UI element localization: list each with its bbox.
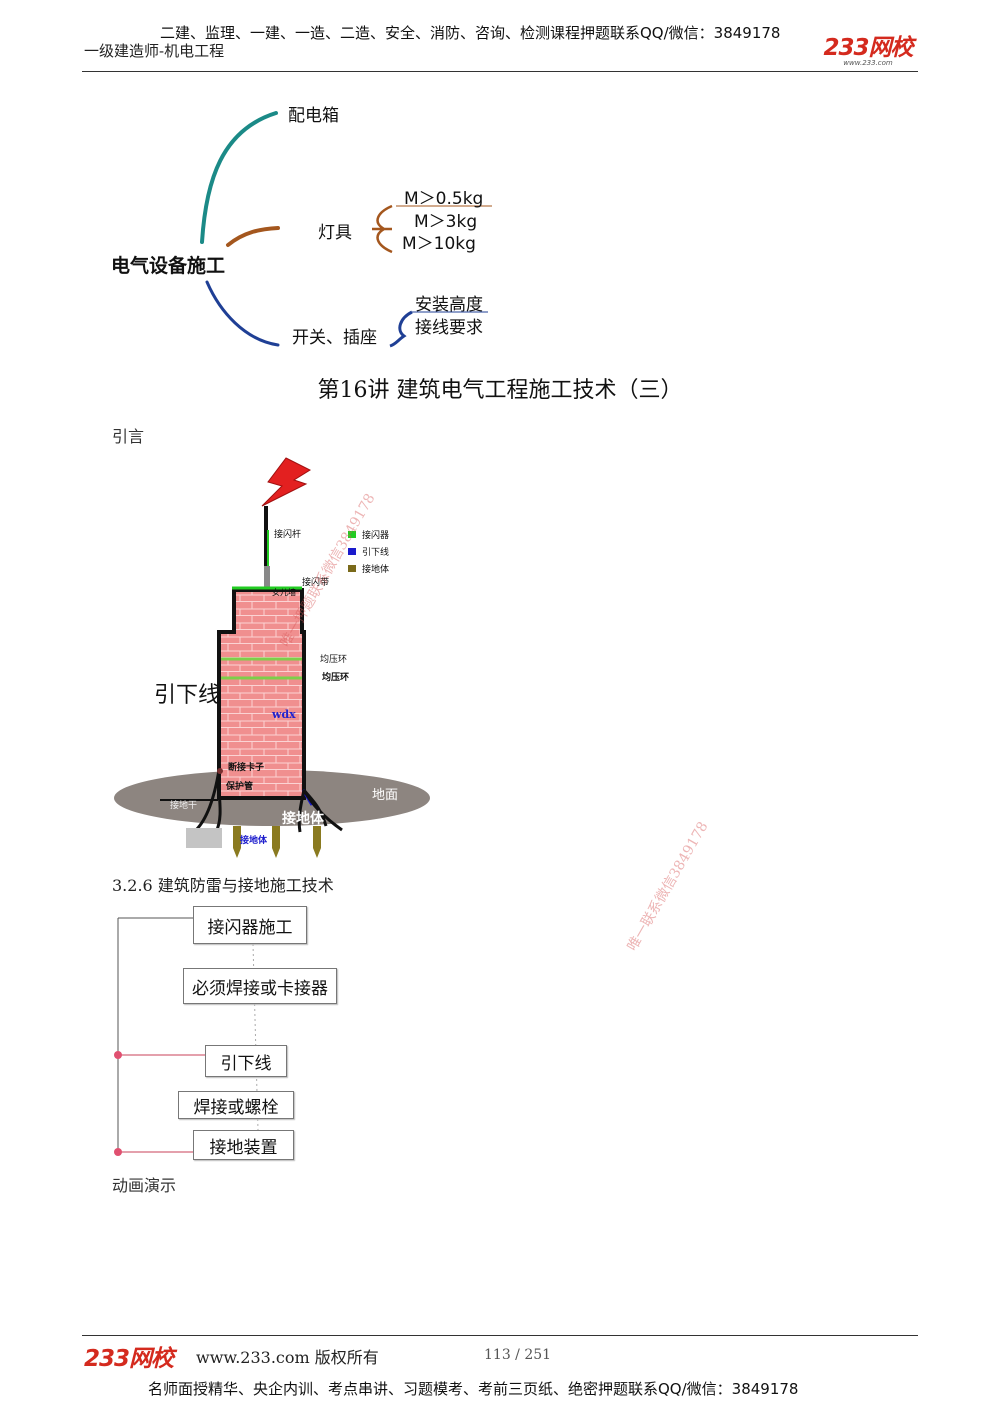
- mindmap-branches: [200, 111, 492, 348]
- header-logo[interactable]: 233网校 www.233.com: [818, 28, 918, 67]
- lamp-weight-2: M＞3kg: [414, 212, 478, 232]
- flow-item-grounding-label: 接地装置: [209, 1137, 278, 1158]
- flow-item-downlead: 引下线: [205, 1045, 287, 1077]
- flow-item-grounding: 接地装置: [193, 1130, 294, 1160]
- building-body: [217, 588, 306, 800]
- grounding-rod-2: [272, 826, 280, 858]
- label-ring-small: 均压环: [320, 653, 347, 665]
- label-clamp: 断接卡子: [228, 761, 264, 773]
- lamp-weight-1: M＞0.5kg: [404, 189, 484, 209]
- footer-site[interactable]: www.233.com 版权所有: [196, 1348, 379, 1367]
- label-belt: 接闪带: [302, 576, 329, 588]
- label-ground: 地面: [372, 788, 398, 803]
- animation-label: 动画演示: [112, 1176, 177, 1195]
- flow-item-arrester: 接闪器施工: [193, 906, 307, 944]
- lamp-weight-3: M＞10kg: [402, 234, 476, 254]
- switch-bracket: [389, 310, 413, 348]
- branch-blue: [205, 280, 280, 347]
- flow-connectors: [114, 917, 259, 1156]
- flow-item-welding: 必须焊接或卡接器: [183, 968, 337, 1004]
- flow-item-downlead-label: 引下线: [220, 1053, 272, 1074]
- switch-item-height: 安装高度: [415, 295, 483, 315]
- switch-item-wiring: 接线要求: [415, 318, 483, 338]
- label-parapet: 女儿墙: [272, 587, 296, 597]
- section-title: 3.2.6 建筑防雷与接地施工技术: [112, 876, 334, 895]
- mindmap-root: 电气设备施工: [111, 255, 226, 277]
- intro-label: 引言: [112, 427, 145, 446]
- label-grounding-wire: 接地干: [170, 799, 197, 811]
- header-course-title: 一级建造师-机电工程: [84, 42, 225, 60]
- flow-item-arrester-label: 接闪器施工: [207, 917, 293, 938]
- branch-brown: [226, 226, 280, 247]
- lamp-bracket: [372, 204, 393, 254]
- legend-down-lead: 引下线: [362, 546, 389, 558]
- label-ring: 均压环: [322, 671, 349, 683]
- flow-item-bolt: 焊接或螺栓: [178, 1091, 294, 1119]
- label-pipe: 保护管: [225, 780, 253, 792]
- branch-teal: [200, 111, 278, 244]
- label-grounding-small: 接地体: [240, 834, 268, 846]
- label-grounding-big: 接地体: [282, 810, 325, 827]
- legend-lightning-arrester: 接闪器: [362, 529, 389, 541]
- page-number: 113 / 251: [484, 1347, 552, 1363]
- footer-logo[interactable]: 233网校: [84, 1346, 174, 1372]
- label-rod: 接闪杆: [274, 528, 301, 540]
- header-divider: [82, 71, 918, 72]
- flow-item-welding-label: 必须焊接或卡接器: [192, 978, 328, 999]
- header-logo-sub: www.233.com: [843, 59, 893, 67]
- footer-ad-text: 名师面授精华、央企内训、考点串讲、习题模考、考前三页纸、绝密押题联系QQ/微信：…: [148, 1380, 799, 1398]
- legend-grounding: 接地体: [362, 563, 389, 575]
- grounding-wires: [194, 769, 343, 833]
- label-wdx: wdx: [271, 708, 296, 721]
- flow-item-bolt-label: 焊接或螺栓: [193, 1097, 279, 1118]
- footer-divider: [82, 1335, 918, 1336]
- header-logo-text: 233网校: [823, 35, 913, 61]
- mindmap-branch-distribution: 配电箱: [288, 106, 339, 126]
- lecture-title: 第16讲 建筑电气工程施工技术（三）: [317, 378, 683, 403]
- header-ad-text: 二建、监理、一建、一造、二造、安全、消防、咨询、检测课程押题联系QQ/微信：38…: [160, 24, 781, 42]
- mindmap-branch-switch: 开关、插座: [292, 328, 377, 348]
- gray-block: [186, 828, 222, 848]
- label-downlead-big: 引下线: [154, 683, 220, 708]
- lightning-protection-diagram: 接闪器 引下线 接地体 接闪杆 接闪带 女儿墙 均压环 均压环 引下线 wdx …: [114, 457, 430, 858]
- lightning-bolt-icon: [261, 457, 312, 507]
- grounding-rod-3: [313, 826, 321, 858]
- mindmap-branch-lamps: 灯具: [318, 223, 352, 243]
- grounding-rod-1: [233, 826, 241, 858]
